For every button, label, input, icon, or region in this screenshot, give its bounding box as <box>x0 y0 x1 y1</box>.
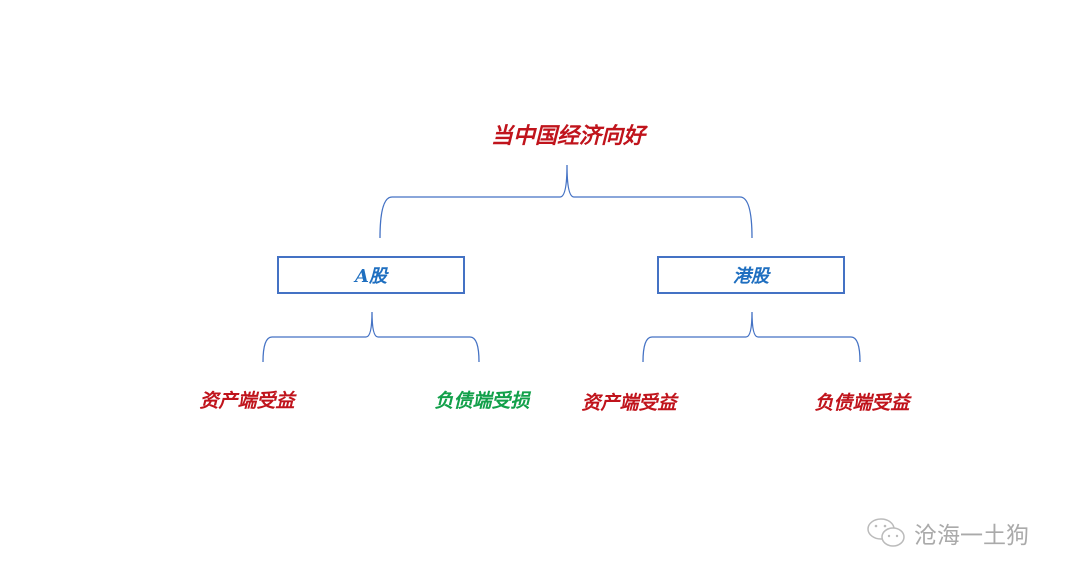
hk-share-label: 港股 <box>733 266 769 287</box>
wechat-icon <box>867 518 905 547</box>
a-share-brace <box>262 311 480 363</box>
watermark-text: 沧海一土狗 <box>914 523 1029 549</box>
hk-share-brace <box>642 311 861 363</box>
watermark: 沧海一土狗 <box>866 516 1029 550</box>
hk-asset-label: 资产端受益 <box>581 392 677 414</box>
a-asset-label: 资产端受益 <box>199 390 295 412</box>
a-share-box: A股 <box>277 256 465 294</box>
hk-liability-label: 负债端受益 <box>814 392 910 414</box>
root-label: 当中国经济向好 <box>490 123 646 149</box>
a-liability-label: 负债端受损 <box>434 390 530 412</box>
root-brace <box>379 164 753 239</box>
a-share-label: A股 <box>355 266 387 287</box>
hk-share-box: 港股 <box>657 256 845 294</box>
